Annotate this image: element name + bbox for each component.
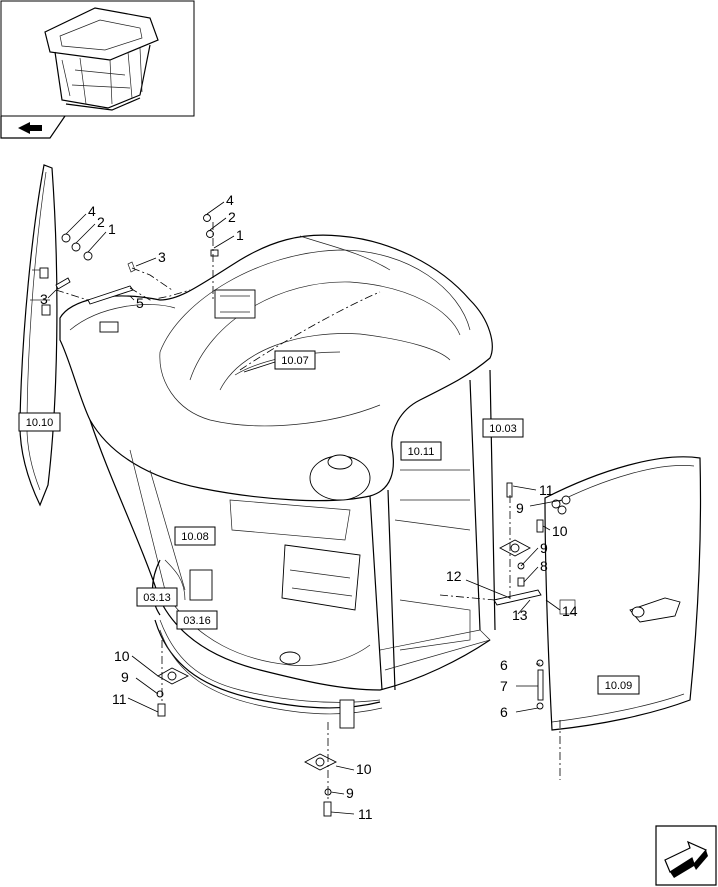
callout-bl-10: 10	[114, 648, 130, 664]
svg-text:10.11: 10.11	[408, 446, 435, 458]
callout-bot-9: 9	[346, 785, 354, 801]
back-arrow-icon[interactable]	[0, 115, 66, 139]
callout-right-6b: 6	[500, 704, 508, 720]
callout-left-5: 5	[136, 295, 144, 311]
callout-bot-10: 10	[356, 761, 372, 777]
ref-box-10-07[interactable]: 10.07	[243, 350, 316, 373]
ref-box-10-09[interactable]: 10.09	[597, 675, 640, 695]
next-page-arrow-icon[interactable]	[655, 825, 717, 886]
callout-right-13: 13	[512, 607, 528, 623]
callout-right-14: 14	[562, 603, 578, 619]
callout-right-6a: 6	[500, 657, 508, 673]
svg-text:10.10: 10.10	[26, 417, 54, 429]
ref-box-10-08[interactable]: 10.08	[174, 526, 216, 546]
callout-right-8: 8	[540, 558, 548, 574]
callout-bl-9: 9	[121, 669, 129, 685]
ref-box-03-16[interactable]: 03.16	[176, 610, 218, 630]
callout-left-4: 4	[88, 203, 96, 219]
cab-frame	[89, 369, 496, 729]
leader-lines	[47, 201, 563, 815]
callout-right-7: 7	[500, 678, 508, 694]
callout-bot-11: 11	[358, 806, 373, 822]
top-hardware	[203, 214, 219, 300]
bottom-left-hardware	[156, 640, 190, 717]
svg-text:10.08: 10.08	[181, 531, 209, 543]
bottom-center-hardware	[304, 722, 338, 817]
ref-box-03-13[interactable]: 03.13	[136, 587, 178, 607]
callout-right-11: 11	[539, 482, 554, 498]
callout-right-9a: 9	[516, 500, 524, 516]
callout-bl-11: 11	[112, 691, 127, 707]
left-hardware	[55, 233, 191, 305]
svg-text:10.07: 10.07	[281, 355, 309, 367]
ref-box-10-03[interactable]: 10.03	[482, 418, 524, 438]
ref-box-10-10[interactable]: 10.10	[18, 412, 61, 432]
cab-thumbnail-icon[interactable]	[0, 0, 195, 117]
callout-top-1: 1	[236, 227, 244, 243]
callout-right-9b: 9	[540, 540, 548, 556]
svg-text:10.09: 10.09	[605, 680, 633, 692]
svg-text:10.03: 10.03	[489, 423, 517, 435]
right-door-panel	[544, 456, 702, 780]
svg-text:03.13: 03.13	[143, 592, 171, 604]
callout-labels: 4 2 1 3 3 5 4 2 1 11 9 10 9 8 12 13 14 6…	[40, 192, 578, 822]
left-door-panel	[19, 164, 58, 507]
callout-left-1: 1	[108, 221, 116, 237]
callout-top-4: 4	[226, 192, 234, 208]
callout-left-3b: 3	[40, 291, 48, 307]
ref-box-10-11[interactable]: 10.11	[400, 441, 442, 461]
callout-left-3a: 3	[158, 249, 166, 265]
callout-right-10: 10	[552, 523, 568, 539]
svg-text:03.16: 03.16	[183, 615, 211, 627]
callout-left-2: 2	[97, 214, 105, 230]
callout-top-2: 2	[228, 209, 236, 225]
callout-right-12: 12	[446, 568, 462, 584]
